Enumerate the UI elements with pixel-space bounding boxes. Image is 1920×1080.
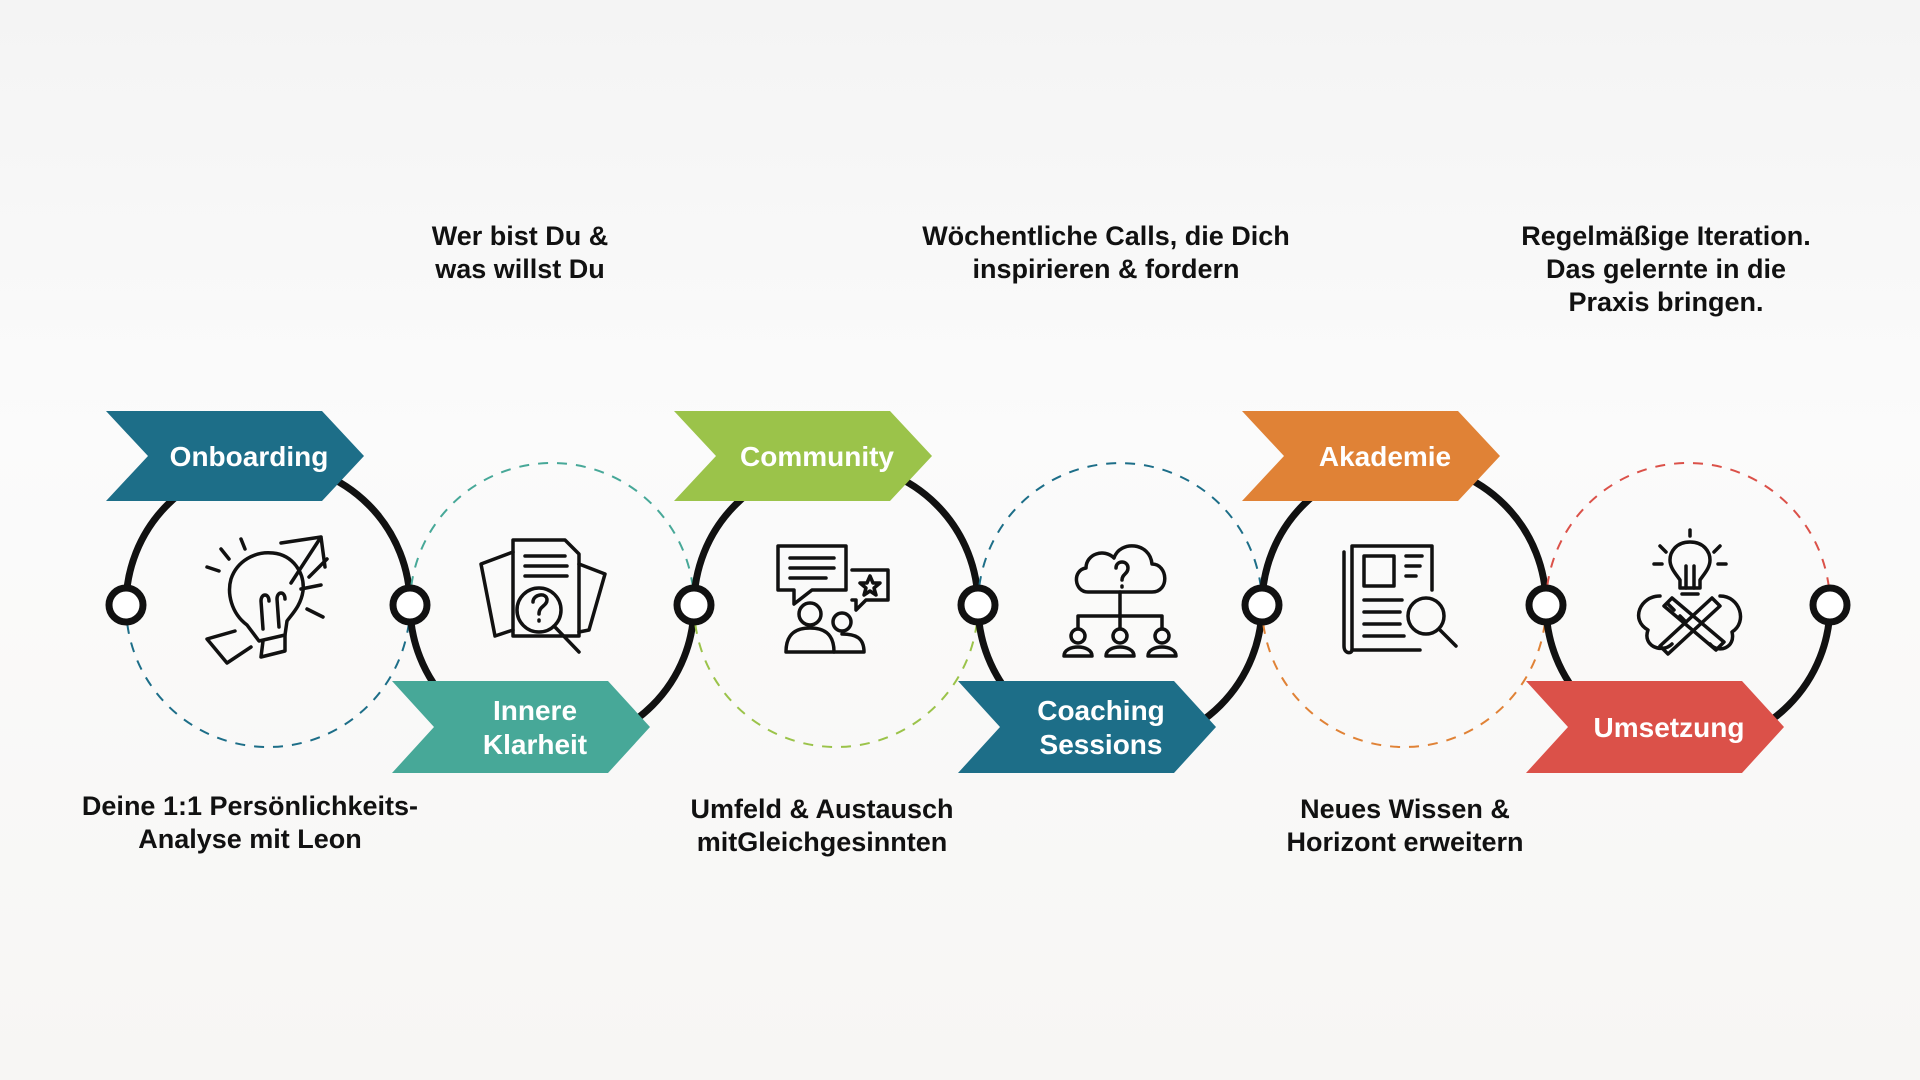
people-chat-icon — [776, 544, 890, 654]
path-node — [105, 584, 147, 626]
stage-label: Community — [740, 441, 894, 472]
path-node — [1809, 584, 1851, 626]
stage-label: Onboarding — [170, 441, 329, 472]
path-arc-dashed — [1261, 604, 1547, 748]
stage-description-coaching-sessions: Wöchentliche Calls, die Dich inspirieren… — [922, 221, 1290, 284]
lightbulb-growth-icon — [205, 535, 329, 665]
cloud-network-icon — [1062, 544, 1178, 658]
path-arc-dashed — [977, 462, 1263, 606]
path-arc-dashed — [1545, 462, 1831, 606]
newspaper-search-icon — [1342, 544, 1458, 655]
document-search-icon — [479, 538, 607, 654]
stage-banner-community: Community — [674, 411, 932, 501]
stage-description-community: Umfeld & Austausch mitGleichgesinnten — [690, 794, 954, 857]
stage-banner-onboarding: Onboarding — [106, 411, 364, 501]
stage-label: Klarheit — [483, 729, 587, 760]
stage-banner-akademie: Akademie — [1242, 411, 1500, 501]
path-node — [673, 584, 715, 626]
stage-description-umsetzung: Regelmäßige Iteration. Das gelernte in d… — [1521, 221, 1811, 317]
stage-label: Umsetzung — [1594, 712, 1745, 743]
banner-shape — [1526, 681, 1784, 773]
stage-banner-umsetzung: Umsetzung — [1526, 681, 1784, 773]
idea-tools-icon — [1636, 528, 1743, 656]
stage-description-onboarding: Deine 1:1 Persönlichkeits- Analyse mit L… — [81, 791, 419, 854]
stage-label: Innere — [493, 695, 577, 726]
stage-label: Coaching — [1037, 695, 1165, 726]
path-node — [957, 584, 999, 626]
path-node — [389, 584, 431, 626]
path-node — [1241, 584, 1283, 626]
path-arc-dashed — [125, 604, 411, 748]
stage-description-innere-klarheit: Wer bist Du & was willst Du — [431, 221, 609, 284]
banner-shape — [958, 681, 1216, 773]
path-arc-dashed — [409, 462, 695, 606]
banner-shape — [106, 411, 364, 501]
stage-description-akademie: Neues Wissen & Horizont erweitern — [1286, 794, 1524, 857]
banner-shape — [392, 681, 650, 773]
stage-label: Sessions — [1040, 729, 1163, 760]
stage-label: Akademie — [1319, 441, 1451, 472]
path-node — [1525, 584, 1567, 626]
banner-shape — [1242, 411, 1500, 501]
banner-shape — [674, 411, 932, 501]
